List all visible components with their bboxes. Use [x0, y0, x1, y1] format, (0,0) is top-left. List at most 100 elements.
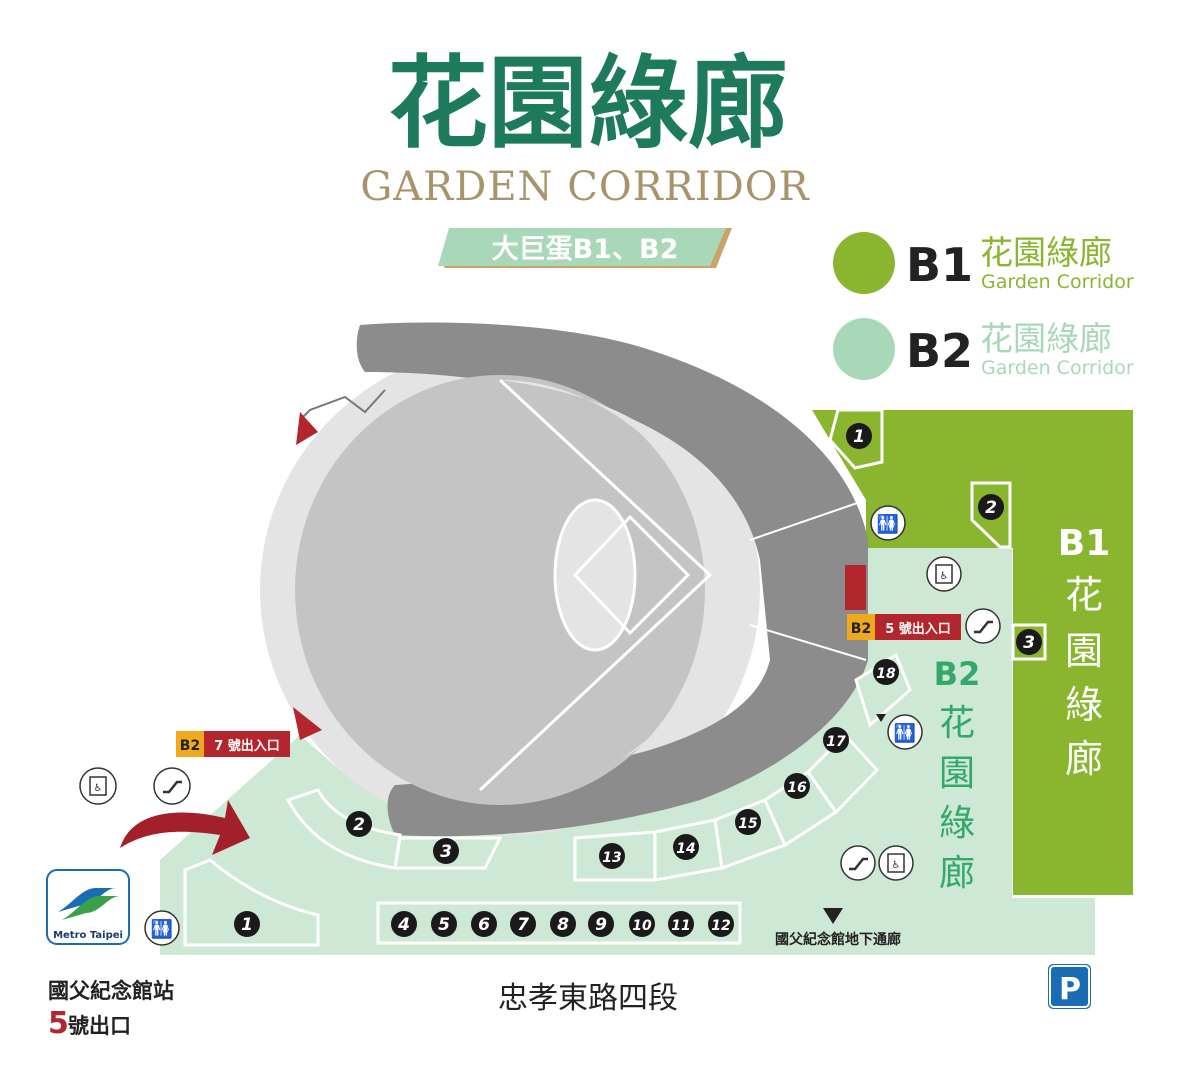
b2-shop-4-marker[interactable] [391, 911, 417, 937]
station-exit-number: 5 [48, 1006, 69, 1041]
b2-shop-1-marker[interactable] [234, 911, 260, 937]
b2-shop-1-label: 1 [241, 915, 253, 935]
metro-logo-label: Metro Taipei [53, 930, 123, 941]
svg-text:♿: ♿ [94, 783, 103, 794]
b1-zone-char-4: 廊 [1065, 737, 1103, 781]
b2-shop-14-label: 14 [676, 841, 695, 857]
exit-7-tag[interactable]: B2 7 號出入口 [176, 731, 290, 757]
b1-shop-1-label: 1 [853, 427, 865, 447]
svg-text:♿: ♿ [892, 860, 901, 871]
marker-arrow [876, 714, 886, 722]
b1-zone-char-2: 園 [1065, 629, 1103, 673]
b1-zone-level: B1 [1058, 523, 1111, 564]
svg-text:♿: ♿ [940, 571, 949, 582]
b2-shop-18-label: 18 [876, 666, 896, 682]
b2-shop-6-marker[interactable] [471, 911, 497, 937]
floor-badge: 大巨蛋B1、B2 [438, 228, 732, 268]
legend-b2-level: B2 [906, 324, 973, 378]
legend-b2-name-en: Garden Corridor [981, 357, 1134, 379]
b2-shop-8-marker[interactable] [550, 911, 576, 937]
underpass-label: 國父紀念館地下通廊 [775, 931, 901, 948]
b2-shop-9-label: 9 [595, 915, 607, 935]
restroom-icon: 🚻 [144, 910, 180, 946]
b1-zone-char-3: 綠 [1065, 683, 1103, 727]
b2-shop-7-marker[interactable] [510, 911, 536, 937]
b2-shop-16-label: 16 [787, 780, 807, 796]
exit-7-label: 7 號出入口 [214, 738, 280, 754]
b2-shop-4-label: 4 [397, 915, 410, 935]
b2-shop-13-label: 13 [602, 850, 621, 866]
page-subtitle-en: GARDEN CORRIDOR [360, 164, 810, 210]
b1-shop-3-label: 3 [1023, 633, 1035, 653]
b2-shop-15-label: 15 [738, 816, 758, 832]
b2-zone-label: B2 花 園 綠 廊 [934, 655, 981, 894]
b2-shop-1-area [183, 858, 320, 947]
b1-shop-3-marker[interactable] [1016, 629, 1042, 655]
b1-shop-2-marker[interactable] [978, 494, 1004, 520]
b2-inner-shops [285, 788, 503, 870]
b2-shop-13-marker[interactable] [599, 843, 625, 869]
floor-badge-label: 大巨蛋B1、B2 [492, 234, 679, 265]
b1-shop-1-outline [828, 408, 884, 470]
entry-arrow-icon [120, 800, 250, 855]
exit-5-tag[interactable]: B2 5 號出入口 [847, 614, 961, 640]
b2-shop-8-label: 8 [557, 915, 569, 935]
legend-b1-name-zh: 花園綠廊 [980, 233, 1112, 272]
b2-shop-5-marker[interactable] [431, 911, 457, 937]
station-name: 國父紀念館站 [48, 979, 174, 1003]
metro-icon[interactable]: Metro Taipei [46, 869, 130, 945]
b2-shop-12-label: 12 [711, 918, 730, 934]
b1-shop-1-marker[interactable] [846, 423, 872, 449]
b2-zone-char-4: 廊 [939, 853, 975, 894]
parking-label: P [1059, 972, 1081, 1007]
legend-b2-swatch [833, 318, 895, 380]
b1-zone-char-1: 花 [1065, 573, 1103, 617]
b1-zone-label: B1 花 園 綠 廊 [1058, 523, 1111, 781]
b2-zone-char-3: 綠 [939, 803, 975, 844]
b1-shop-2-label: 2 [985, 498, 997, 518]
b2-shop-2-label: 2 [353, 815, 365, 835]
exit-5-label: 5 號出入口 [885, 621, 951, 637]
svg-text:🚻: 🚻 [151, 918, 173, 940]
b1-shop-2-outline [970, 481, 1012, 549]
b2-shop-10-label: 10 [632, 918, 652, 934]
b2-shop-17-label: 17 [826, 734, 846, 750]
parking-icon[interactable]: P [1046, 962, 1093, 1011]
road-label: 忠孝東路四段 [498, 981, 678, 1016]
b2-shop-5-label: 5 [438, 915, 450, 935]
b2-shop-2-marker[interactable] [346, 811, 372, 837]
elevator-icon: ♿ [878, 845, 914, 881]
b2-shop-18-marker[interactable] [873, 659, 899, 685]
page-title: 花園綠廊 [388, 44, 788, 162]
restroom-icon: 🚻 [870, 505, 906, 541]
station-exit-text: 號出口 [68, 1014, 131, 1038]
svg-text:🚻: 🚻 [894, 722, 916, 744]
escalator-icon [840, 845, 876, 881]
b2-zone-char-2: 園 [939, 753, 975, 794]
underpass-arrow-icon [823, 908, 843, 924]
legend-b2: B2 花園綠廊 Garden Corridor [833, 318, 1134, 380]
b2-shop-12-marker[interactable] [708, 911, 734, 937]
b2-shop-10-marker[interactable] [629, 911, 655, 937]
exit-5-level: B2 [851, 621, 871, 637]
b2-shop-15-marker[interactable] [735, 809, 761, 835]
b2-shop-11-marker[interactable] [668, 911, 694, 937]
escalator-icon [965, 608, 1001, 644]
b2-shop-3-marker[interactable] [433, 838, 459, 864]
b1-shop-3-outline [1011, 623, 1047, 661]
b2-shop-14-marker[interactable] [673, 834, 699, 860]
b2-shop-3-label: 3 [440, 842, 452, 862]
b2-shop-17-marker[interactable] [823, 727, 849, 753]
b2-shop-9-marker[interactable] [588, 911, 614, 937]
dome [260, 322, 868, 837]
b2-shop-16-marker[interactable] [784, 773, 810, 799]
b2-shop-11-label: 11 [671, 918, 690, 934]
exit-7-level: B2 [180, 738, 200, 754]
elevator-icon: ♿ [926, 556, 962, 592]
legend-b1-swatch [833, 232, 895, 294]
escalator-icon [153, 767, 191, 805]
legend-b2-name-zh: 花園綠廊 [980, 319, 1112, 358]
elevator-icon: ♿ [79, 767, 117, 805]
